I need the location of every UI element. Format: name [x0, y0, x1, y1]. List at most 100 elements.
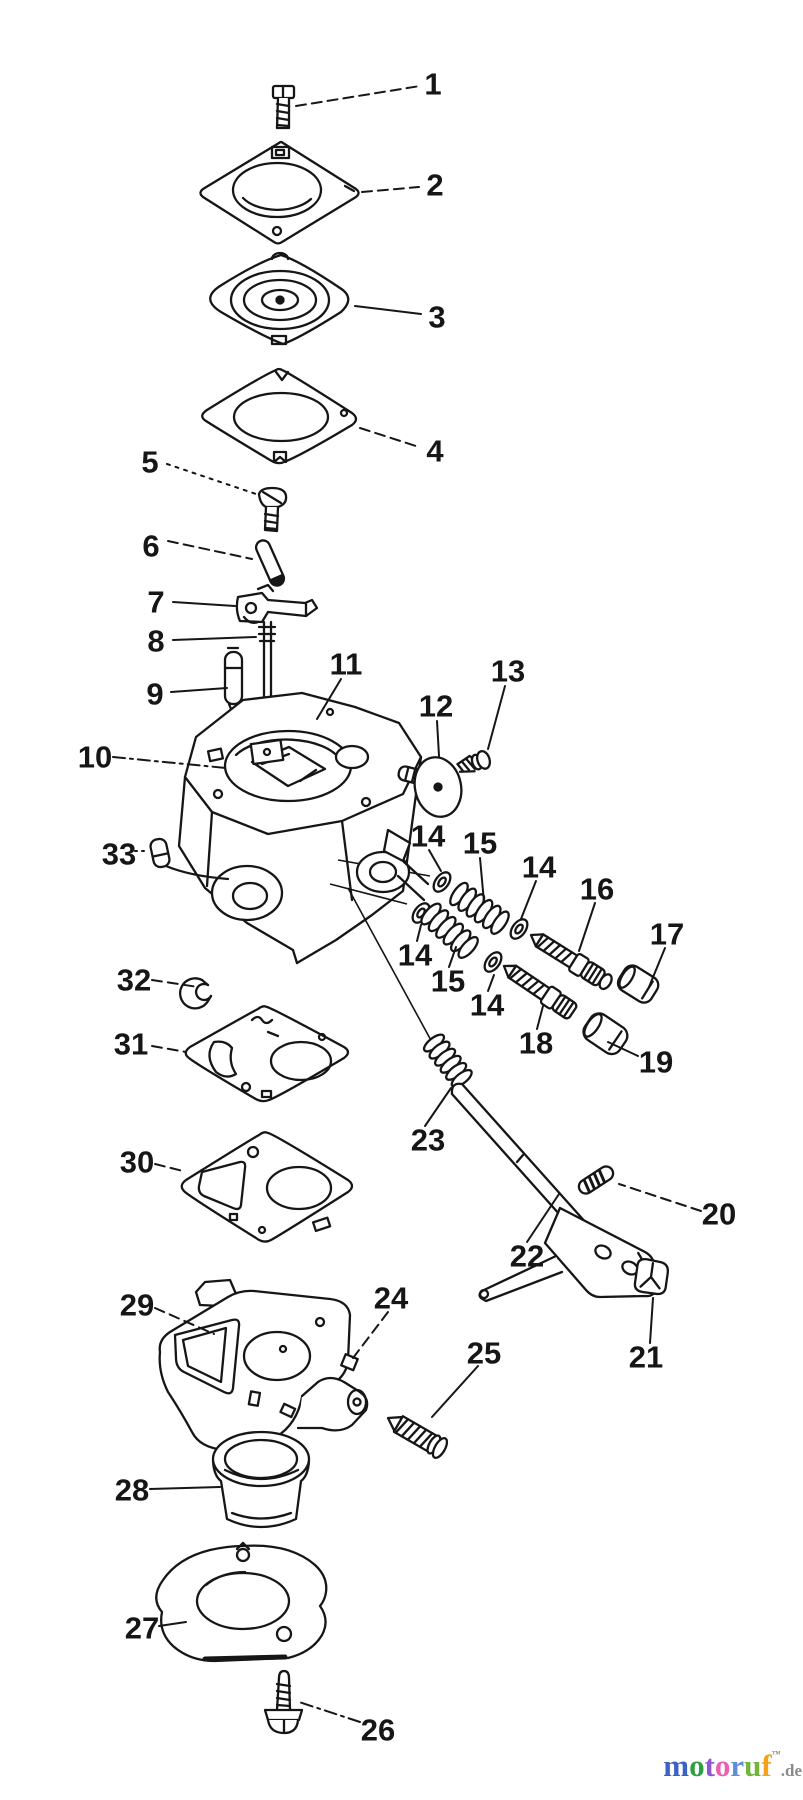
part-14-washer — [432, 871, 452, 893]
callout-4: 4 — [426, 434, 444, 469]
leader-30 — [154, 1163, 184, 1172]
part-17-limiter-cap — [616, 964, 660, 1004]
leader-28 — [149, 1486, 221, 1490]
part-22-throttle-shaft — [450, 1082, 657, 1303]
part-21-swivel — [633, 1251, 669, 1296]
logo-letter: r — [730, 1748, 745, 1783]
leader-31 — [151, 1045, 187, 1053]
leader-12 — [436, 720, 440, 757]
leader-9 — [170, 687, 228, 693]
logo-letter: o — [689, 1748, 705, 1783]
callout-7: 7 — [147, 585, 164, 620]
callout-6: 6 — [142, 529, 159, 564]
callout-29: 29 — [120, 1288, 154, 1323]
leader-2 — [361, 186, 420, 193]
callout-19: 19 — [639, 1045, 673, 1080]
motoruf-logo[interactable]: motoruf™.de — [636, 1748, 802, 1783]
leader-29 — [154, 1307, 215, 1335]
callout-26: 26 — [361, 1713, 395, 1748]
part-14-washer — [509, 918, 529, 940]
callout-10: 10 — [78, 740, 112, 775]
leader-14c — [416, 924, 422, 942]
part-20-shaft-clip — [577, 1165, 615, 1195]
logo-letter: m — [663, 1748, 690, 1783]
part-30-pump-gasket — [180, 1131, 354, 1243]
leader-18 — [536, 1005, 544, 1030]
callout-14: 14 — [411, 819, 446, 854]
part-15-spring — [420, 902, 479, 959]
part-29-pump-body — [158, 1278, 369, 1452]
callout-14: 14 — [470, 988, 505, 1023]
part-2-diaphragm-cover — [199, 140, 360, 245]
leader-20 — [618, 1183, 702, 1212]
callout-labels: 1 2 3 4 5 6 7 8 9 10 11 12 13 14 15 14 1… — [78, 67, 736, 1748]
leader-17 — [648, 947, 666, 988]
callout-3: 3 — [428, 300, 445, 335]
part-carburetor-body — [177, 691, 436, 965]
part-14-washer — [483, 951, 503, 973]
logo-letter: t — [704, 1748, 715, 1783]
callout-33: 33 — [102, 837, 136, 872]
callout-12: 12 — [419, 689, 453, 724]
part-3-metering-diaphragm — [209, 251, 350, 346]
callout-20: 20 — [702, 1197, 736, 1232]
logo-suffix: .de — [780, 1761, 802, 1780]
callout-11: 11 — [330, 647, 363, 682]
callout-24: 24 — [374, 1281, 409, 1316]
leader-14d — [487, 974, 495, 992]
part-13-screw — [456, 750, 492, 773]
leader-24 — [352, 1311, 389, 1359]
callout-25: 25 — [467, 1336, 501, 1371]
callout-1: 1 — [424, 67, 441, 102]
part-26-screw — [263, 1669, 304, 1735]
part-16-mixture-needle — [529, 933, 613, 991]
callout-8: 8 — [147, 624, 164, 659]
leader-23 — [424, 1087, 452, 1127]
leader-14a — [428, 849, 442, 872]
callout-13: 13 — [491, 654, 525, 689]
part-27-flange-gasket — [155, 1541, 328, 1663]
part-31-pump-diaphragm — [184, 1005, 350, 1103]
part-9-inlet-needle — [223, 646, 244, 716]
part-23-return-spring — [422, 1033, 473, 1088]
callout-15: 15 — [431, 964, 465, 999]
callout-16: 16 — [580, 872, 614, 907]
logo-trademark: ™ — [771, 1749, 781, 1759]
leader-19 — [607, 1041, 639, 1057]
callout-9: 9 — [146, 677, 163, 712]
callout-21: 21 — [629, 1340, 663, 1375]
leader-14b — [520, 880, 537, 920]
callout-23: 23 — [411, 1123, 445, 1158]
part-4-gasket — [201, 367, 358, 465]
callout-27: 27 — [125, 1611, 159, 1646]
leader-4 — [359, 427, 420, 448]
leader-27 — [158, 1621, 187, 1627]
leader-11 — [316, 678, 342, 720]
callout-31: 31 — [114, 1027, 148, 1062]
part-25-screw — [386, 1415, 449, 1459]
part-1-screw — [271, 84, 296, 130]
leader-16 — [578, 902, 596, 952]
callout-14: 14 — [398, 938, 433, 973]
leader-26 — [298, 1701, 361, 1723]
leader-15b — [448, 946, 457, 968]
callout-30: 30 — [120, 1145, 154, 1180]
leader-3 — [354, 305, 422, 315]
callout-22: 22 — [510, 1239, 544, 1274]
callout-2: 2 — [426, 168, 443, 203]
part-18-mixture-needle — [502, 964, 578, 1020]
leader-32 — [151, 979, 199, 988]
part-7-metering-lever — [235, 583, 319, 624]
leader-15a — [479, 857, 485, 903]
part-28-pump-cup — [211, 1430, 311, 1529]
logo-letter: o — [714, 1748, 731, 1783]
leader-7 — [172, 601, 236, 607]
part-6-lever-pin — [254, 539, 286, 587]
leader-lines — [112, 85, 702, 1723]
part-32-retaining-ring — [178, 977, 213, 1010]
callout-28: 28 — [115, 1473, 149, 1508]
callout-18: 18 — [519, 1026, 553, 1061]
leader-8 — [172, 636, 257, 641]
logo-letter: u — [744, 1748, 762, 1783]
callout-14: 14 — [522, 850, 557, 885]
